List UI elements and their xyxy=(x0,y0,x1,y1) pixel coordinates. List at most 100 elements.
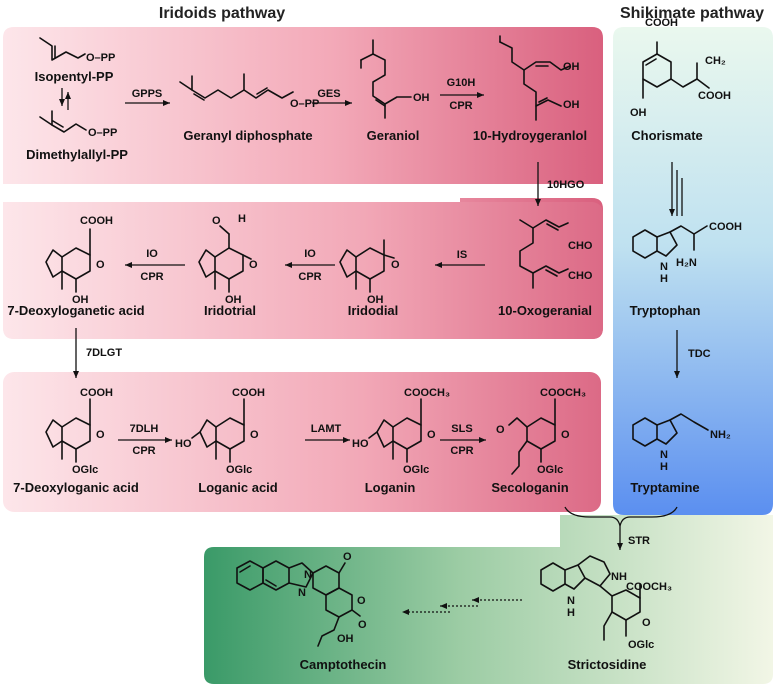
enzyme-is: IS xyxy=(457,249,467,261)
svg-text:O: O xyxy=(391,259,400,271)
enzyme-ges: GES xyxy=(317,88,340,100)
enzyme-sls: SLS xyxy=(451,423,472,435)
chorismate-structure: COOH CH₂ COOH OH xyxy=(630,17,731,119)
iridotrial-label: Iridotrial xyxy=(204,303,256,318)
svg-text:COOH: COOH xyxy=(709,221,742,233)
enzyme-tdc: TDC xyxy=(688,348,711,360)
geraniol-structure: OH xyxy=(360,39,430,119)
iridoids-panel-lower xyxy=(3,372,601,512)
svg-text:OH: OH xyxy=(337,633,354,645)
svg-text:O–PP: O–PP xyxy=(290,98,319,110)
camptothecin-structure: N N O O O OH xyxy=(236,551,367,647)
isomerase-arrows xyxy=(59,88,71,110)
svg-text:O: O xyxy=(427,429,436,441)
svg-text:N: N xyxy=(298,587,306,599)
svg-text:OGlc: OGlc xyxy=(226,464,252,476)
enzyme-gpps: GPPS xyxy=(132,88,163,100)
loganic-acid-structure: COOH HO O OGlc xyxy=(175,387,265,476)
loganin-structure: COOCH₃ HO O OGlc xyxy=(352,387,450,476)
hydroxygeraniol-label: 10-Hydroygeranlol xyxy=(473,128,587,143)
enzyme-cpr-7dlh: CPR xyxy=(132,445,155,457)
strictosidine-label: Strictosidine xyxy=(568,657,647,672)
svg-text:COOH: COOH xyxy=(232,387,265,399)
svg-text:O: O xyxy=(357,595,366,607)
isopentyl-pp-label: Isopentyl-PP xyxy=(35,69,114,84)
secologanin-structure: COOCH₃ O O OGlc xyxy=(496,387,586,476)
svg-text:OH: OH xyxy=(367,294,384,306)
svg-text:COOH: COOH xyxy=(80,387,113,399)
shikimate-title: Shikimate pathway xyxy=(620,5,764,22)
svg-text:O: O xyxy=(212,215,221,227)
loganic-acid-label: Loganic acid xyxy=(198,480,278,495)
svg-text:O: O xyxy=(250,429,259,441)
svg-text:OH: OH xyxy=(563,99,580,111)
tryptamine-structure: NH₂ N H xyxy=(632,413,731,473)
svg-text:O: O xyxy=(96,259,105,271)
svg-text:OH: OH xyxy=(225,294,242,306)
enzyme-cpr-io-1: CPR xyxy=(140,271,163,283)
enzyme-g10h: G10H xyxy=(447,77,476,89)
svg-text:COOCH₃: COOCH₃ xyxy=(626,581,672,593)
svg-text:COOCH₃: COOCH₃ xyxy=(404,387,450,399)
svg-text:OGlc: OGlc xyxy=(72,464,98,476)
svg-text:CHO: CHO xyxy=(568,270,593,282)
iridoids-panel-bottom xyxy=(3,202,603,339)
svg-text:COOH: COOH xyxy=(698,90,731,102)
svg-text:O–PP: O–PP xyxy=(86,52,115,64)
geranyl-diphosphate-label: Geranyl diphosphate xyxy=(183,128,312,143)
svg-text:CHO: CHO xyxy=(568,240,593,252)
enzyme-str: STR xyxy=(628,535,650,547)
iridodial-structure: O OH xyxy=(339,239,400,306)
svg-text:OH: OH xyxy=(72,294,89,306)
geranyl-diphosphate-structure: O–PP xyxy=(179,73,319,110)
svg-text:O–PP: O–PP xyxy=(88,127,117,139)
loganin-label: Loganin xyxy=(365,480,416,495)
enzyme-cpr-g10h: CPR xyxy=(449,100,472,112)
multi-step-arrows xyxy=(669,162,683,216)
enzyme-cpr-io-2: CPR xyxy=(298,271,321,283)
svg-text:H: H xyxy=(238,213,246,225)
tryptamine-label: Tryptamine xyxy=(630,480,699,495)
svg-text:O: O xyxy=(343,551,352,563)
enzyme-cpr-sls: CPR xyxy=(450,445,473,457)
iridoids-title: Iridoids pathway xyxy=(159,5,285,22)
svg-text:N: N xyxy=(660,449,668,461)
dimethylallyl-pp-structure: O–PP xyxy=(39,110,117,139)
svg-text:H: H xyxy=(660,273,668,285)
hydroxygeraniol-structure: OH OH xyxy=(499,35,580,121)
svg-text:OH: OH xyxy=(413,92,430,104)
shikimate-panel xyxy=(613,27,773,515)
enzyme-io-1: IO xyxy=(146,248,158,260)
svg-text:O: O xyxy=(358,619,367,631)
geraniol-label: Geraniol xyxy=(367,128,420,143)
iridotrial-structure: O H O OH xyxy=(198,213,258,306)
deoxyloganetic-label: 7-Deoxyloganetic acid xyxy=(7,303,144,318)
oxogeranial-label: 10-Oxogeranial xyxy=(498,303,592,318)
tryptophan-label: Tryptophan xyxy=(630,303,701,318)
oxogeranial-structure: CHO CHO xyxy=(519,219,593,289)
svg-text:COOH: COOH xyxy=(80,215,113,227)
svg-text:CH₂: CH₂ xyxy=(705,55,726,67)
svg-text:HO: HO xyxy=(352,438,369,450)
svg-text:COOH: COOH xyxy=(645,17,678,29)
iridodial-label: Iridodial xyxy=(348,303,399,318)
enzyme-lamt: LAMT xyxy=(311,423,342,435)
svg-text:COOCH₃: COOCH₃ xyxy=(540,387,586,399)
deoxyloganetic-structure: COOH O OH xyxy=(45,215,113,306)
isopentyl-pp-structure: O–PP xyxy=(39,37,115,64)
svg-text:HO: HO xyxy=(175,438,192,450)
dimethylallyl-pp-label: Dimethylallyl-PP xyxy=(26,147,128,162)
svg-text:O: O xyxy=(496,424,505,436)
secologanin-label: Secologanin xyxy=(491,480,568,495)
svg-text:OGlc: OGlc xyxy=(628,639,654,651)
svg-text:N: N xyxy=(660,261,668,273)
chorismate-label: Chorismate xyxy=(631,128,703,143)
deoxyloganic-structure: COOH O OGlc xyxy=(45,387,113,476)
enzyme-7dlgt: 7DLGT xyxy=(86,347,122,359)
svg-text:OH: OH xyxy=(630,107,647,119)
svg-text:OGlc: OGlc xyxy=(403,464,429,476)
svg-text:NH₂: NH₂ xyxy=(710,429,731,441)
deoxyloganic-label: 7-Deoxyloganic acid xyxy=(13,480,139,495)
camptothecin-label: Camptothecin xyxy=(300,657,387,672)
